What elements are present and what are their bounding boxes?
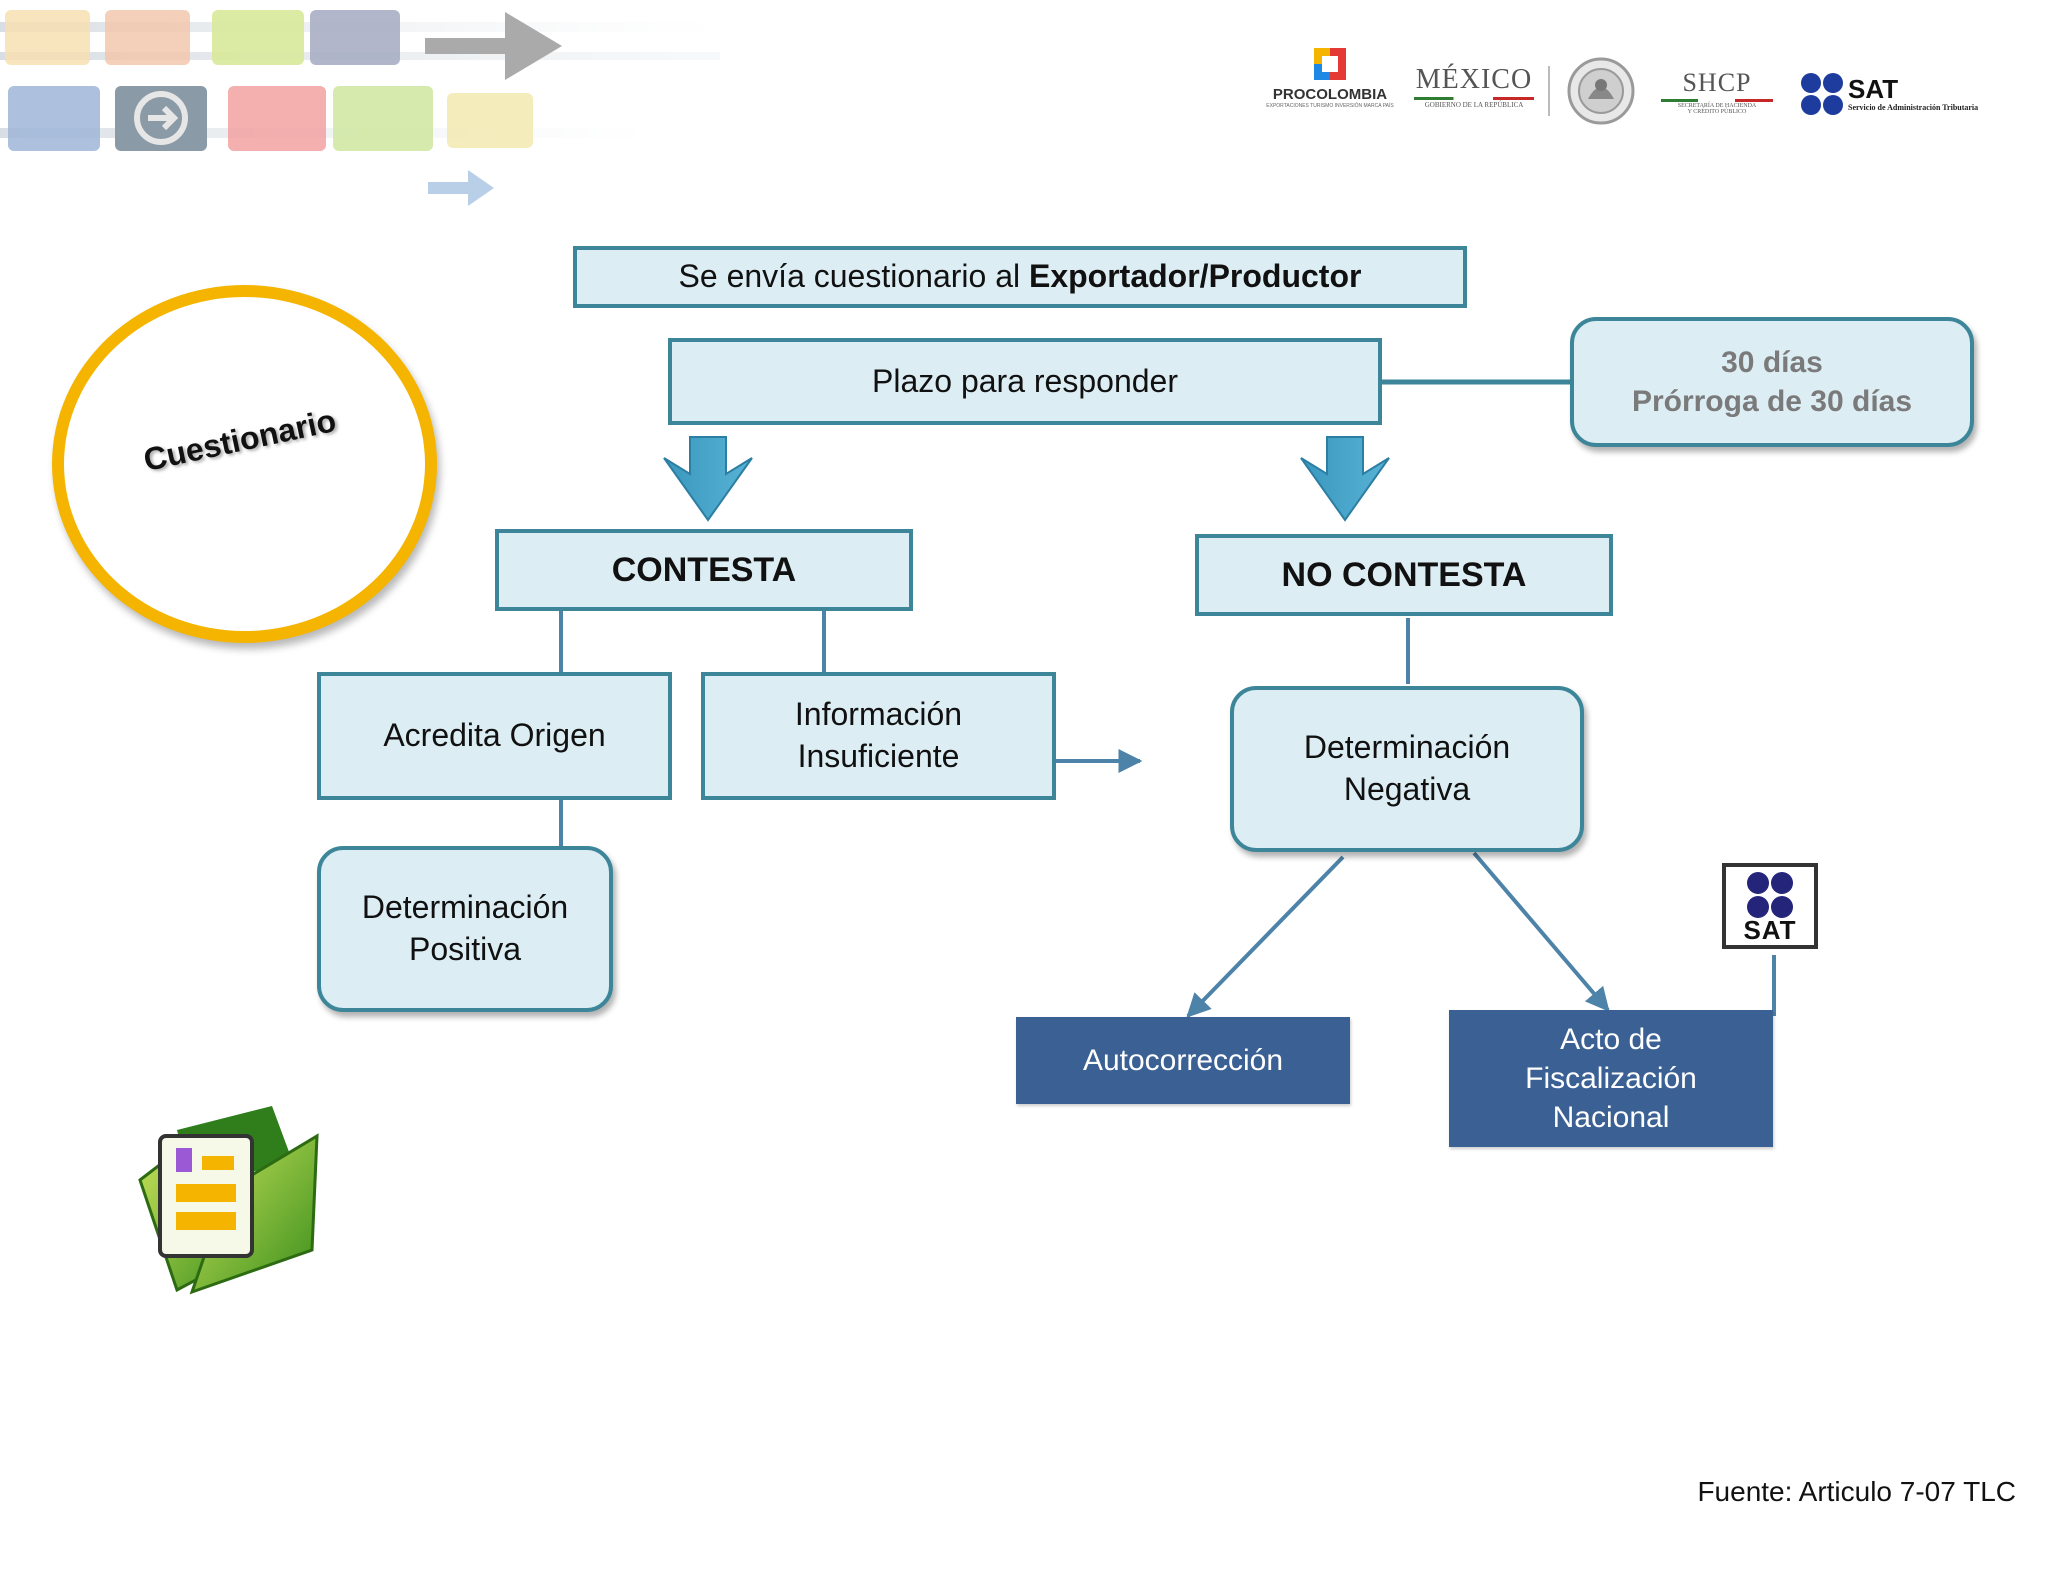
autocorreccion-label: Autocorrección	[1082, 1044, 1284, 1077]
acredita-origen-label: Acredita Origen	[383, 717, 606, 754]
determinacion-negativa-box: Determinación Negativa	[1230, 686, 1584, 852]
exportador-productor-text: Exportador/Productor	[1028, 258, 1362, 295]
acto-line-3: Nacional	[1552, 1101, 1670, 1134]
send-questionnaire-text: Se envía cuestionario al	[678, 258, 1029, 295]
mexico-flag-rule	[1414, 97, 1534, 100]
contesta-box: CONTESTA	[495, 529, 913, 611]
acto-line-2: Fiscalización	[1525, 1062, 1697, 1095]
plazo-note-box: 30 días Prórroga de 30 días	[1570, 317, 1974, 447]
determinacion-positiva-box: Determinación Positiva	[317, 846, 613, 1012]
send-questionnaire-box: Se envía cuestionario al Exportador/Prod…	[573, 246, 1467, 308]
shcp-logo: SHCP SECRETARÍA DE HACIENDA Y CRÉDITO PÚ…	[1652, 68, 1782, 115]
no-contesta-label: NO CONTESTA	[1281, 555, 1527, 594]
plazo-box: Plazo para responder	[668, 338, 1382, 425]
no-contesta-box: NO CONTESTA	[1195, 534, 1613, 616]
sat-logo: SAT Servicio de Administración Tributari…	[1800, 70, 2020, 120]
plazo-label: Plazo para responder	[872, 362, 1178, 399]
procolombia-logo: PROCOLOMBIA EXPORTACIONES TURISMO INVERS…	[1262, 44, 1398, 109]
sat-small-label: SAT	[1743, 915, 1797, 945]
info-line-1: Información	[794, 696, 963, 733]
contesta-down-arrow	[663, 436, 753, 522]
det-pos-line-1: Determinación	[361, 889, 569, 926]
shcp-subtitle-1: SECRETARÍA DE HACIENDA	[1677, 103, 1757, 109]
contesta-label: CONTESTA	[611, 550, 797, 589]
mexico-name: MÉXICO	[1415, 64, 1533, 95]
procolombia-mark-icon	[1314, 48, 1346, 80]
shcp-name: SHCP	[1682, 68, 1752, 97]
informacion-insuficiente-box: Información Insuficiente	[701, 672, 1056, 800]
header-decoration	[0, 0, 1030, 210]
det-pos-line-2: Positiva	[408, 931, 522, 967]
folder-document-icon	[132, 1100, 322, 1300]
no-contesta-down-arrow	[1300, 436, 1390, 522]
plazo-extension: Prórroga de 30 días	[1631, 385, 1913, 418]
info-line-2: Insuficiente	[797, 738, 960, 774]
det-neg-line-1: Determinación	[1303, 729, 1511, 766]
sat-small-dots-icon	[1747, 872, 1793, 918]
shcp-subtitle-2: Y CRÉDITO PÚBLICO	[1687, 109, 1747, 115]
cuestionario-label: Cuestionario	[140, 402, 340, 478]
detneg-autocorreccion-arrow	[1186, 855, 1345, 1018]
sat-dots-icon	[1801, 73, 1843, 115]
source-note: Fuente: Articulo 7-07 TLC	[1697, 1476, 2016, 1507]
mexico-subtitle: GOBIERNO DE LA REPÚBLICA	[1424, 101, 1524, 109]
acto-fiscalizacion-box: Acto de Fiscalización Nacional	[1449, 1010, 1773, 1147]
procolombia-tagline: EXPORTACIONES TURISMO INVERSIÓN MARCA PA…	[1266, 103, 1394, 109]
logo-divider	[1548, 66, 1550, 116]
plazo-days: 30 días	[1721, 346, 1823, 379]
mexico-seal-icon	[1566, 55, 1636, 132]
acredita-origen-box: Acredita Origen	[317, 672, 672, 800]
sat-logo-name: SAT	[1848, 74, 1899, 104]
det-neg-line-2: Negativa	[1343, 771, 1471, 807]
sat-logo-subtitle: Servicio de Administración Tributaria	[1848, 103, 1979, 112]
mexico-logo: MÉXICO GOBIERNO DE LA REPÚBLICA	[1408, 64, 1540, 109]
cuestionario-badge: Cuestionario	[52, 285, 437, 643]
detneg-acto-arrow	[1472, 851, 1610, 1012]
header-tiles-graphic	[0, 10, 1030, 206]
acto-line-1: Acto de	[1560, 1023, 1662, 1056]
shcp-flag-rule	[1661, 99, 1773, 102]
autocorreccion-box: Autocorrección	[1016, 1017, 1350, 1104]
procolombia-name: PROCOLOMBIA	[1272, 86, 1388, 103]
sat-small-icon: SAT	[1722, 863, 1818, 949]
